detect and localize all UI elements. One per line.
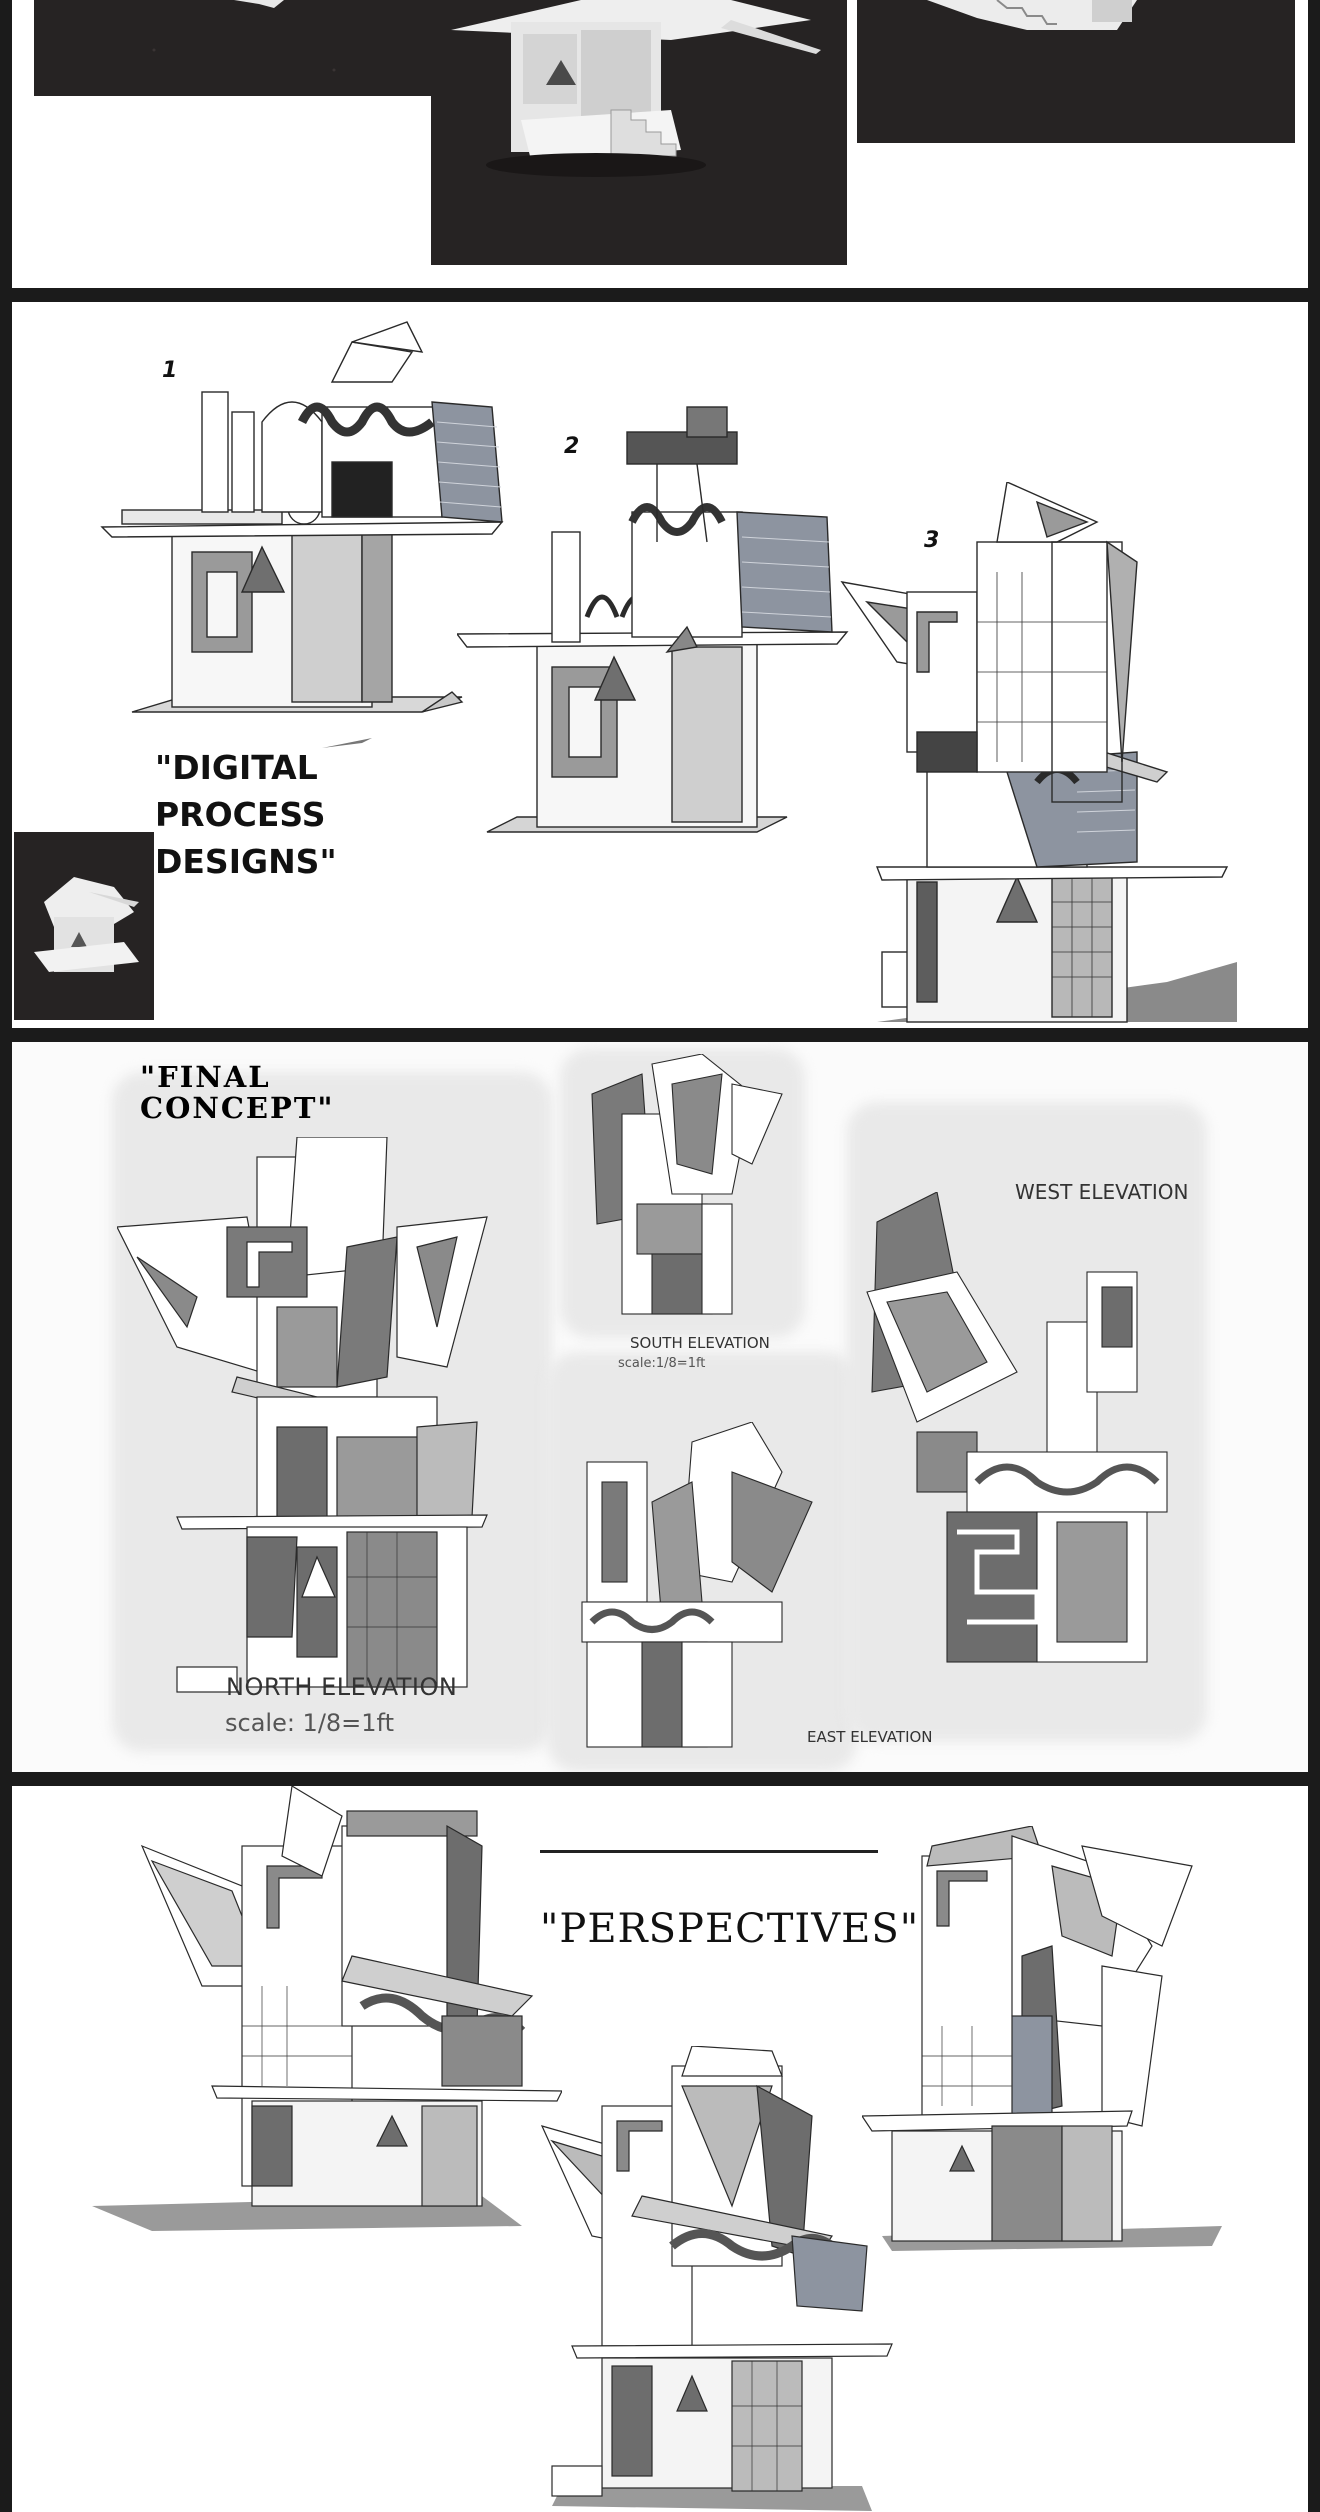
- perspective-center-drawing: [532, 2046, 902, 2512]
- design-number-3: 3: [924, 528, 940, 553]
- west-elevation-label: WEST ELEVATION: [1015, 1180, 1189, 1204]
- perspectives-board: "PERSPECTIVES": [12, 1786, 1308, 2512]
- north-elevation-scale: scale: 1/8=1ft: [225, 1709, 394, 1737]
- process-design-2-drawing: [457, 402, 857, 842]
- final-concept-title: "FINAL CONCEPT": [140, 1060, 335, 1125]
- model-photo-center: [431, 0, 847, 265]
- process-design-3-drawing: [837, 482, 1257, 1027]
- west-elevation-drawing: [857, 1192, 1197, 1672]
- perspectives-title: "PERSPECTIVES": [540, 1906, 920, 1952]
- model-photo-right: [857, 0, 1295, 143]
- north-elevation-label: NORTH ELEVATION: [226, 1673, 458, 1701]
- process-title: "DIGITAL PROCESS DESIGNS": [155, 748, 337, 881]
- perspective-right-drawing: [862, 1826, 1232, 2256]
- south-elevation-drawing: [582, 1054, 792, 1319]
- digital-process-board: 1 2 3: [12, 302, 1308, 1028]
- shadow-fragment: [322, 738, 382, 748]
- east-elevation-drawing: [552, 1422, 827, 1752]
- south-elevation-scale: scale:1/8=1ft: [618, 1356, 706, 1371]
- design-number-1: 1: [162, 358, 178, 383]
- model-photo-thumbnail: [14, 832, 154, 1020]
- perspective-left-drawing: [92, 1786, 562, 2236]
- title-rule: [540, 1850, 878, 1853]
- east-elevation-label: EAST ELEVATION: [807, 1728, 933, 1746]
- design-number-2: 2: [564, 434, 580, 459]
- model-photo-left: [34, 0, 432, 96]
- final-concept-board: "FINAL CONCEPT" N: [12, 1042, 1308, 1772]
- north-elevation-drawing: [117, 1137, 507, 1697]
- south-elevation-label: SOUTH ELEVATION: [630, 1334, 770, 1352]
- model-photos-board: [12, 0, 1308, 288]
- process-design-1-drawing: [92, 312, 512, 722]
